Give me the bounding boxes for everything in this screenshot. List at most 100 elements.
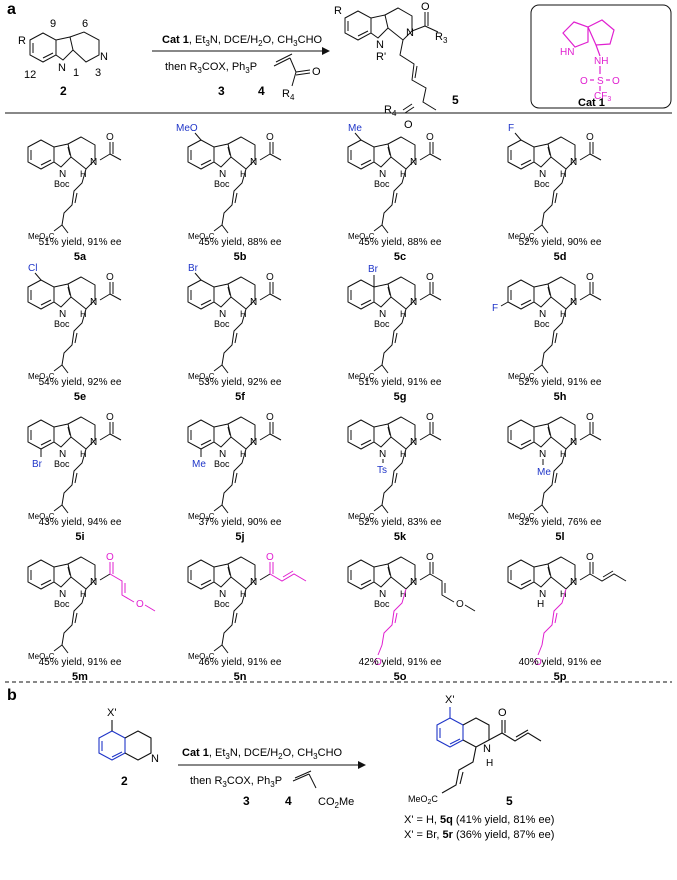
acyl-o: O <box>106 132 114 143</box>
ring-n: N <box>570 297 577 308</box>
aryl-substituent: Me <box>192 459 206 470</box>
ester-group: MeO2C <box>28 232 55 243</box>
catalyst-structure <box>562 19 615 91</box>
acyl-o: O <box>106 552 114 563</box>
ring-n: N <box>410 577 417 588</box>
start-number-9: 9 <box>50 18 56 30</box>
aryl-substituent: F <box>508 123 514 134</box>
panel-b-start-N: N <box>151 753 159 765</box>
acyl-o: O <box>586 132 594 143</box>
panel-b-product-X: X' <box>445 694 454 706</box>
acyl-o: O <box>266 412 274 423</box>
ring-n: N <box>250 297 257 308</box>
panel-b-start-X: X' <box>107 707 116 719</box>
product-O-ketone: O <box>404 119 413 131</box>
panel-b-result-line-1: X' = H, 5q (41% yield, 81% ee) <box>404 814 554 826</box>
aryl-substituent: Cl <box>28 263 37 274</box>
panel-b-start-label: 2 <box>121 774 128 788</box>
indole-n: N <box>539 449 546 460</box>
conditions-b-line1: Cat 1, Et3N, DCE/H2O, CH3CHO <box>182 747 343 761</box>
compound-id: 5b <box>234 251 247 263</box>
aldehyde-o: O <box>374 657 382 668</box>
reaction-arrowhead-a <box>322 47 330 55</box>
compound-id: 5h <box>554 391 567 403</box>
catalyst-CF3: CF3 <box>594 91 611 103</box>
stereo-h: H <box>400 169 407 179</box>
start-label-2: 2 <box>60 84 67 98</box>
indole-n: N <box>539 169 546 180</box>
compound-id: 5j <box>235 531 244 543</box>
indole-n: N <box>379 309 386 320</box>
boc-group: Boc <box>534 319 550 329</box>
stereo-h: H <box>240 309 247 319</box>
catalyst-label: Cat 1 <box>578 97 605 109</box>
compound-result: 52% yield, 83% ee <box>359 517 442 528</box>
start-N-indole: N <box>58 62 66 74</box>
indole-n: N <box>379 449 386 460</box>
start-number-3: 3 <box>95 67 101 79</box>
compound-result: 45% yield, 91% ee <box>39 657 122 668</box>
panel-b-reagent-3: 3 <box>243 794 250 808</box>
methoxy-o: O <box>456 599 464 610</box>
compound-id: 5g <box>394 391 407 403</box>
boc-group: Boc <box>54 599 70 609</box>
ylide-O: O <box>312 66 321 78</box>
ester-group: MeO2C <box>28 372 55 383</box>
acyl-o: O <box>106 412 114 423</box>
ester-group: MeO2C <box>28 652 55 663</box>
compound-result: 42% yield, 91% ee <box>359 657 442 668</box>
acyl-o: O <box>426 412 434 423</box>
product-label-5: 5 <box>452 93 459 107</box>
product-R1: R' <box>376 51 386 63</box>
boc-group: Boc <box>374 319 390 329</box>
ylide-4-bonds <box>273 53 311 87</box>
stereo-h: H <box>80 449 87 459</box>
ester-group: MeO2C <box>28 512 55 523</box>
catalyst-sulfonamide-NH: NH <box>594 56 608 67</box>
ring-n: N <box>570 437 577 448</box>
panel-b-reagent-4: 4 <box>285 794 292 808</box>
compound-result: 43% yield, 94% ee <box>39 517 122 528</box>
catalyst-S: S <box>597 76 604 87</box>
compound-result: 51% yield, 91% ee <box>359 377 442 388</box>
n-methyl: Me <box>537 467 551 478</box>
aryl-substituent: Br <box>368 264 379 275</box>
catalyst-NH: HN <box>560 47 574 58</box>
aryl-substituent: MeO <box>176 123 198 134</box>
reaction-arrowhead-b <box>358 761 366 769</box>
compound-id: 5n <box>234 671 247 683</box>
aryl-substituent: Me <box>348 123 362 134</box>
stereo-h: H <box>560 309 567 319</box>
indole-n: N <box>379 589 386 600</box>
reagent-3-label: 3 <box>218 84 225 98</box>
reagent-4-label: 4 <box>258 84 265 98</box>
ring-n: N <box>410 157 417 168</box>
catalyst-box <box>530 4 672 109</box>
compound-result: 40% yield, 91% ee <box>519 657 602 668</box>
stereo-h: H <box>80 169 87 179</box>
boc-group: Boc <box>214 179 230 189</box>
product-N-indole: N <box>376 39 384 51</box>
panel-b-product-label: 5 <box>506 794 513 808</box>
ester-group: MeO2C <box>348 372 375 383</box>
acyl-o: O <box>266 132 274 143</box>
stereo-h: H <box>80 589 87 599</box>
panel-b-start-material <box>98 720 152 761</box>
boc-group: Boc <box>534 179 550 189</box>
start-material-2 <box>29 31 100 63</box>
compound-id: 5c <box>394 251 406 263</box>
ring-n: N <box>90 297 97 308</box>
panel-b-product-O: O <box>498 707 507 719</box>
stereo-h: H <box>400 589 407 599</box>
ester-group: MeO2C <box>508 512 535 523</box>
ring-n: N <box>90 437 97 448</box>
compound-result: 32% yield, 76% ee <box>519 517 602 528</box>
